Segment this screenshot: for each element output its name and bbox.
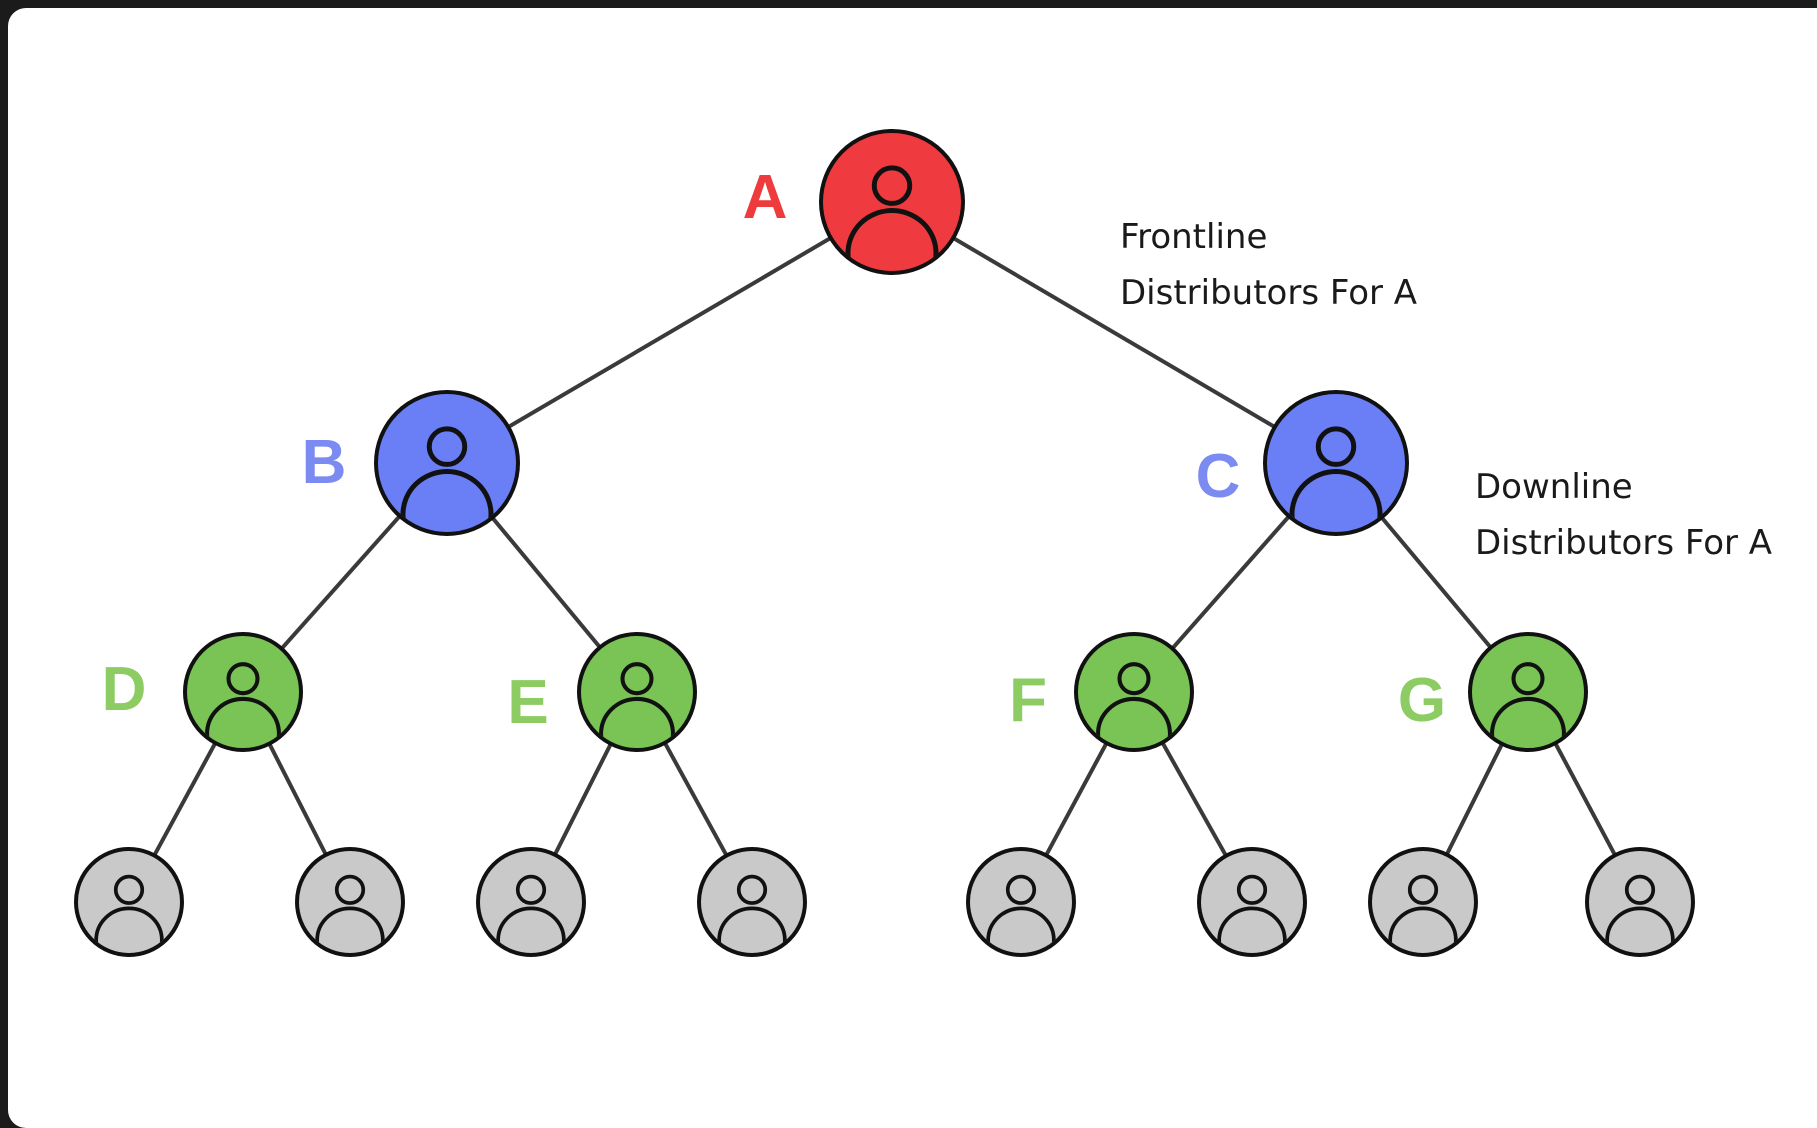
node-a (819, 129, 965, 275)
tree-nodes (74, 129, 1695, 957)
node-e2 (697, 847, 807, 957)
person-icon (94, 874, 164, 953)
node-label-c: C (1196, 442, 1241, 511)
person-icon (1388, 874, 1458, 953)
node-e1 (476, 847, 586, 957)
downline-annotation-line2: Distributors For A (1475, 523, 1772, 563)
person-icon (205, 662, 281, 748)
person-icon (400, 426, 494, 532)
person-icon (315, 874, 385, 953)
node-label-a: A (743, 163, 788, 232)
person-icon (1490, 662, 1566, 748)
person-icon (1096, 662, 1172, 748)
node-f1 (966, 847, 1076, 957)
node-label-d: D (102, 655, 147, 724)
node-d1 (74, 847, 184, 957)
edge-a-b (445, 200, 894, 465)
node-c (1263, 390, 1409, 536)
person-icon (1289, 426, 1383, 532)
node-d (183, 632, 303, 752)
node-label-f: F (1009, 666, 1047, 735)
person-icon (1217, 874, 1287, 953)
node-g1 (1368, 847, 1478, 957)
node-g (1468, 632, 1588, 752)
frontline-annotation-line1: Frontline (1120, 217, 1267, 257)
person-icon (717, 874, 787, 953)
person-icon (986, 874, 1056, 953)
frontline-annotation-line2: Distributors For A (1120, 273, 1417, 313)
node-label-b: B (302, 428, 347, 497)
node-label-g: G (1398, 666, 1446, 735)
edge-a-c (890, 200, 1338, 465)
node-f2 (1197, 847, 1307, 957)
person-icon (1605, 874, 1675, 953)
node-e (577, 632, 697, 752)
downline-annotation-line1: Downline (1475, 467, 1633, 507)
distributor-tree-diagram: A B C D E F G Frontline Distributors For… (74, 129, 1772, 957)
node-f (1074, 632, 1194, 752)
person-icon (496, 874, 566, 953)
node-b (374, 390, 520, 536)
person-icon (599, 662, 675, 748)
node-label-e: E (507, 668, 548, 737)
node-g2 (1585, 847, 1695, 957)
node-d2 (295, 847, 405, 957)
person-icon (845, 165, 939, 271)
